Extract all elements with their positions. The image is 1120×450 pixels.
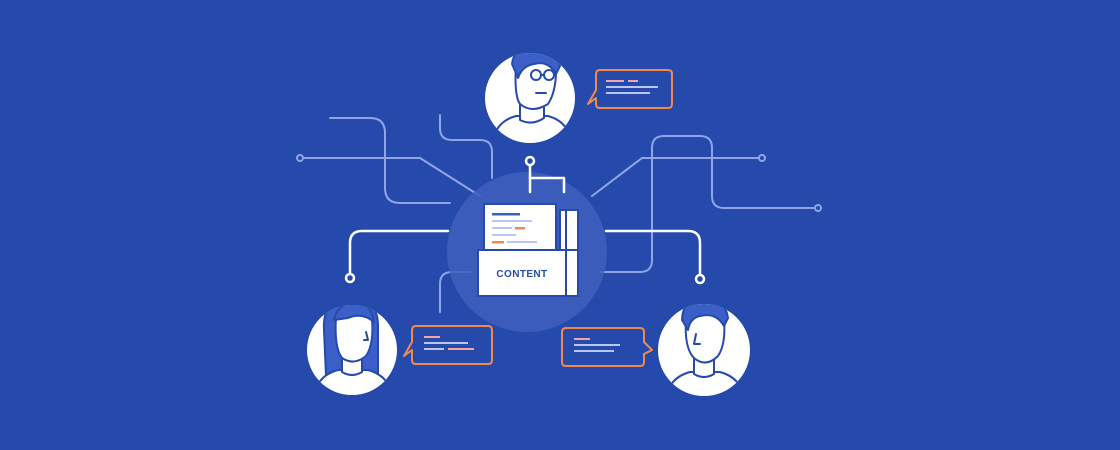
person-short-hair-icon xyxy=(658,304,750,396)
document-line xyxy=(492,213,520,216)
connector-dot xyxy=(694,273,706,285)
white-connectors xyxy=(348,163,702,277)
connector-dot xyxy=(296,154,304,162)
chat-bubble-icon xyxy=(561,327,653,367)
nose xyxy=(363,331,369,341)
connector-line xyxy=(591,157,763,197)
folder-front xyxy=(477,249,567,297)
connector-dot xyxy=(758,154,766,162)
glasses-lens xyxy=(543,69,555,81)
chat-bubble-right xyxy=(561,327,653,367)
document-line-accent xyxy=(492,241,504,244)
chat-bubble-left xyxy=(403,325,493,365)
connector-dot xyxy=(524,155,536,167)
document-line xyxy=(492,227,512,229)
connector-to-top-person-branch xyxy=(528,176,566,194)
white-connector-endpoints xyxy=(344,155,706,285)
hair xyxy=(511,53,561,79)
chat-line xyxy=(606,80,624,82)
document-line xyxy=(492,220,532,222)
chat-line xyxy=(448,348,474,350)
connector-line xyxy=(329,117,451,204)
content-label: CONTENT xyxy=(496,269,547,280)
document-line-accent xyxy=(515,227,525,230)
glasses-lens xyxy=(530,69,542,81)
connector-line xyxy=(599,135,819,273)
chat-line xyxy=(424,336,440,338)
chat-bubble-top xyxy=(587,69,673,109)
chat-line xyxy=(606,86,658,88)
chat-line xyxy=(628,80,638,82)
folder-side xyxy=(565,249,579,297)
chat-bubble-icon xyxy=(587,69,673,109)
chat-line xyxy=(574,350,614,352)
neck xyxy=(341,357,363,376)
connector-to-left-person xyxy=(348,229,450,276)
chat-bubble-icon xyxy=(403,325,493,365)
chat-line xyxy=(606,92,650,94)
document-line xyxy=(507,241,537,243)
chat-line xyxy=(574,344,620,346)
chat-line xyxy=(424,342,468,344)
person-long-hair-icon xyxy=(307,305,397,395)
content-folder-icon: CONTENT xyxy=(477,203,579,297)
nose xyxy=(693,333,701,345)
connector-dot xyxy=(344,272,356,284)
hair xyxy=(681,304,729,331)
chat-line xyxy=(574,338,590,340)
connector-line xyxy=(299,157,481,197)
document-line xyxy=(492,234,516,236)
connector-dot xyxy=(814,204,822,212)
chat-line xyxy=(424,348,444,350)
person-with-glasses-icon xyxy=(485,53,575,143)
connector-endpoints xyxy=(296,154,822,212)
fringe xyxy=(333,305,375,323)
connector-line xyxy=(439,114,493,179)
connector-to-right-person xyxy=(604,229,702,277)
